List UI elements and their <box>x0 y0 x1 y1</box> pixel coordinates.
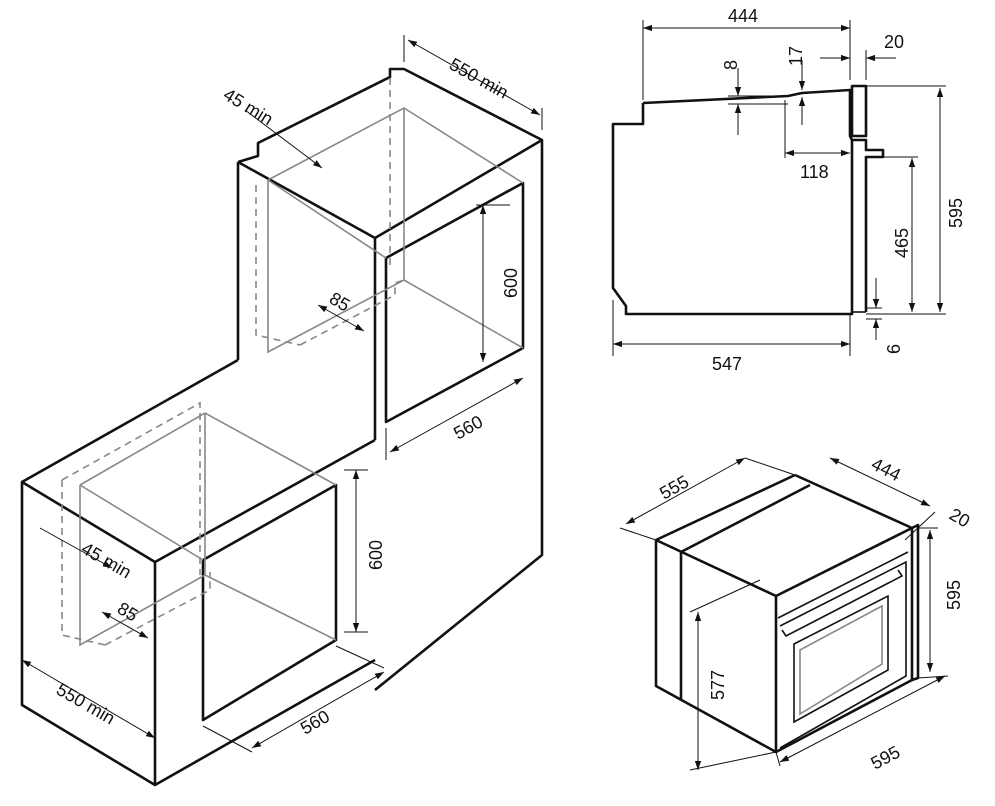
oven-side-profile: 444 20 17 8 118 595 465 6 <box>611 6 966 374</box>
side-door-height-label: 465 <box>892 228 912 258</box>
lower-width-label: 560 <box>297 706 333 738</box>
side-gap-label: 17 <box>786 46 806 66</box>
oven-isometric-view: 555 444 20 595 577 595 <box>619 454 973 774</box>
side-total-height-label: 595 <box>946 198 966 228</box>
upper-vent-label: 45 min <box>220 84 277 129</box>
side-front-thickness-label: 20 <box>884 32 904 52</box>
upper-width-label: 560 <box>450 411 486 443</box>
iso-body-height-label: 577 <box>708 670 728 700</box>
iso-body-depth-label: 444 <box>868 454 904 485</box>
side-depth-top-label: 444 <box>728 6 758 26</box>
lower-depth-label: 550 min <box>53 679 118 728</box>
iso-height-label: 595 <box>944 580 964 610</box>
iso-depth-label: 555 <box>656 471 692 503</box>
side-step-label: 8 <box>721 60 741 70</box>
side-total-depth-label: 547 <box>712 354 742 374</box>
iso-front-label: 20 <box>946 504 973 531</box>
upper-cabinet <box>236 67 544 692</box>
side-bottom-gap-label: 6 <box>884 344 904 354</box>
upper-height-label: 600 <box>501 268 521 298</box>
iso-width-label: 595 <box>867 742 903 774</box>
cabinet-installation-view: 550 min 45 min 600 85 560 600 45 min 85 … <box>20 35 544 787</box>
lower-cabinet <box>20 358 376 787</box>
side-handle-label: 118 <box>800 162 829 182</box>
lower-height-label: 600 <box>366 540 386 570</box>
